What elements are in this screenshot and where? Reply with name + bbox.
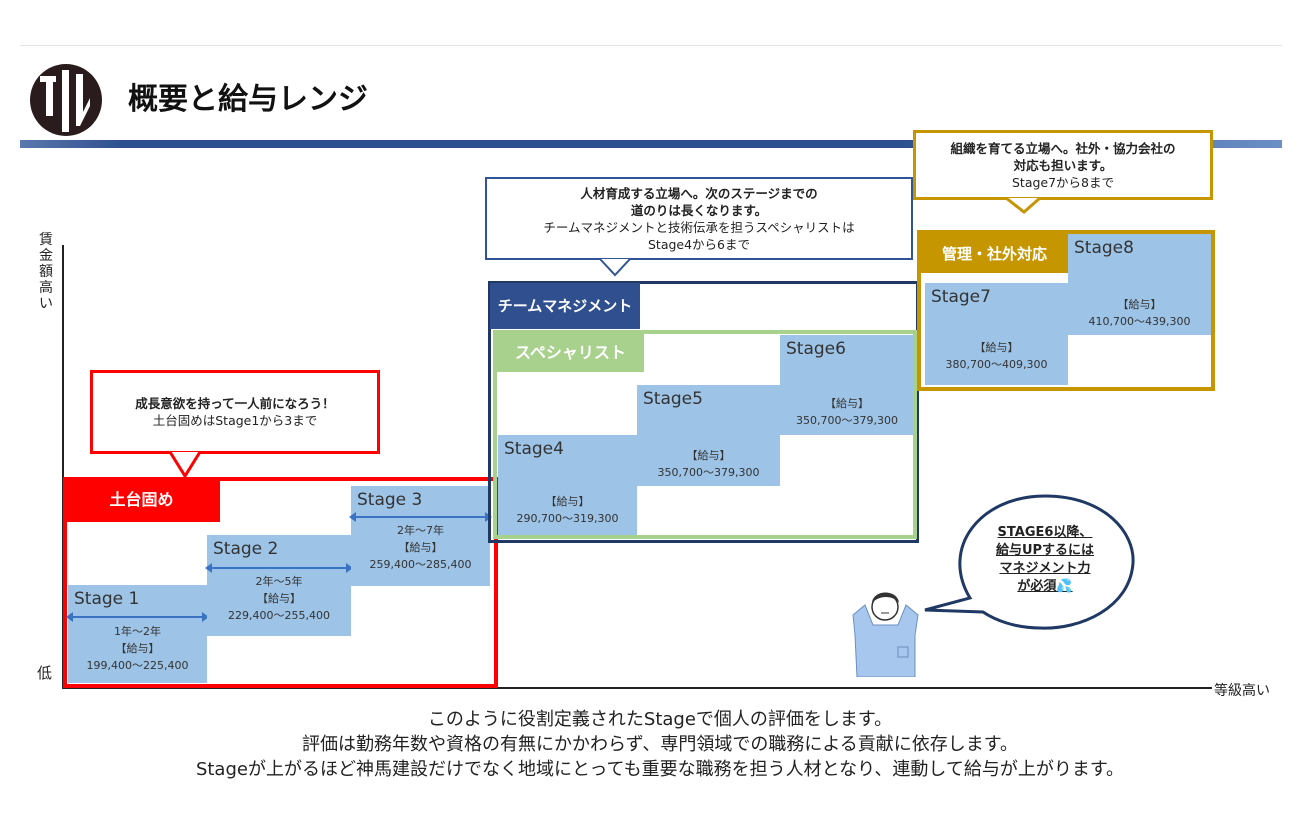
- header-bar: [20, 140, 1282, 148]
- foundation-group-box: [63, 477, 498, 688]
- stage-salary: 350,700～379,300: [657, 466, 760, 479]
- stage-name: Stage5: [643, 389, 703, 409]
- executive-group-box: [917, 230, 1215, 391]
- salary-label: 【給与】: [974, 341, 1019, 354]
- stage-salary: 380,700～409,300: [945, 358, 1048, 371]
- bubble-line: が必須: [1017, 579, 1057, 594]
- stage-name: Stage8: [1074, 238, 1134, 258]
- stage-salary: 290,700～319,300: [516, 512, 619, 525]
- stage-6: Stage6 【給与】 350,700～379,300: [780, 335, 914, 435]
- specialist-callout-text: Stage4から6まで: [647, 236, 751, 252]
- stage-salary: 229,400～255,400: [228, 609, 330, 622]
- stage-name: Stage7: [931, 287, 991, 307]
- foundation-callout-title: 成長意欲を持って一人前になろう！: [135, 396, 335, 411]
- y-axis-low-label: 低: [37, 664, 53, 682]
- y-axis-label: 賃金額高い: [39, 232, 53, 312]
- stage-years: 2年～7年: [397, 524, 444, 537]
- footer-text: このように役割定義されたStageで個人の評価をします。 評価は勤務年数や資格の…: [0, 707, 1290, 782]
- executive-callout-title: 対応も担います。: [1013, 157, 1113, 173]
- stage-years: 2年～5年: [255, 575, 303, 588]
- management-label: チームマネジメント: [490, 283, 640, 329]
- stage-years: 1年～2年: [114, 625, 161, 638]
- executive-callout-title: 組織を育てる立場へ。社外・協力会社の: [950, 140, 1176, 156]
- executive-label: 管理・社外対応: [921, 234, 1068, 273]
- stage-name: Stage 2: [213, 539, 279, 559]
- stage-salary: 199,400～225,400: [86, 659, 189, 672]
- salary-label: 【給与】: [257, 592, 301, 605]
- footer-line: このように役割定義されたStageで個人の評価をします。: [427, 709, 893, 730]
- bubble-line: STAGE6以降、: [997, 525, 1093, 540]
- specialist-callout-pointer: [599, 258, 631, 277]
- stage-name: Stage4: [504, 439, 564, 459]
- top-divider: [20, 45, 1282, 46]
- bubble-line: 給与UPするには: [995, 543, 1095, 558]
- bubble-text: STAGE6以降、 給与UPするには マネジメント力 が必須💦: [960, 524, 1130, 596]
- stage-salary: 259,400～285,400: [369, 558, 472, 571]
- speech-bubble: [924, 494, 1135, 630]
- executive-callout-text: Stage7から8まで: [1011, 174, 1115, 190]
- stage-5: Stage5 【給与】 350,700～379,300: [637, 385, 780, 486]
- y-axis: [62, 245, 64, 689]
- specialist-callout-title: 道のりは長くなります。: [630, 202, 768, 218]
- page-title: 概要と給与レンジ: [128, 82, 368, 117]
- salary-label: 【給与】: [398, 541, 443, 554]
- stage-1: Stage 1 1年～2年【給与】 199,400～225,400: [66, 585, 209, 683]
- stage-3: Stage 3 2年～7年【給与】 259,400～285,400: [349, 486, 492, 586]
- foundation-callout-text: 土台固めはStage1から3まで: [152, 413, 318, 428]
- specialist-callout-title: 人材育成する立場へ。次のステージまでの: [580, 185, 818, 201]
- stage-salary: 410,700～439,300: [1088, 315, 1191, 328]
- management-group-box: [488, 281, 919, 543]
- specialist-group-box: [493, 330, 917, 539]
- specialist-callout: 人材育成する立場へ。次のステージまでの 道のりは長くなります。 チームマネジメン…: [485, 177, 913, 260]
- foundation-label: 土台固め: [63, 477, 220, 522]
- salary-label: 【給与】: [1117, 298, 1162, 311]
- specialist-label: スペシャリスト: [497, 334, 644, 372]
- duration-arrow-icon: [205, 563, 353, 573]
- salary-label: 【給与】: [115, 642, 160, 655]
- stage-salary: 350,700～379,300: [796, 414, 898, 427]
- footer-line: Stageが上がるほど神馬建設だけでなく地域にとっても重要な職務を担う人材となり…: [195, 759, 1125, 780]
- executive-callout-pointer: [1005, 197, 1041, 214]
- stage-8: Stage8 【給与】 410,700～439,300: [1068, 234, 1211, 335]
- duration-arrow-icon: [66, 612, 209, 622]
- stage-7: Stage7 【給与】 380,700～409,300: [925, 283, 1068, 385]
- stage-name: Stage 1: [74, 589, 140, 609]
- stage-4: Stage4 【給与】 290,700～319,300: [498, 435, 637, 535]
- salary-label: 【給与】: [545, 495, 590, 508]
- stage-name: Stage6: [786, 339, 846, 359]
- foundation-callout-pointer: [168, 451, 202, 479]
- company-logo: [30, 64, 102, 136]
- executive-callout: 組織を育てる立場へ。社外・協力会社の 対応も担います。 Stage7から8まで: [913, 130, 1213, 200]
- salary-label: 【給与】: [686, 449, 731, 462]
- foundation-callout: 成長意欲を持って一人前になろう！ 土台固めはStage1から3まで: [90, 370, 380, 454]
- salary-label: 【給与】: [825, 397, 869, 410]
- x-axis: [62, 687, 1212, 689]
- bubble-line: マネジメント力: [999, 561, 1091, 576]
- x-axis-label: 等級高い: [1214, 683, 1270, 699]
- footer-line: 評価は勤務年数や資格の有無にかかわらず、専門領域での職務による貢献に依存します。: [301, 734, 1019, 755]
- specialist-callout-text: チームマネジメントと技術伝承を担うスペシャリストは: [543, 219, 855, 235]
- worried-person-icon: [852, 592, 919, 677]
- stage-2: Stage 2 2年～5年【給与】 229,400～255,400: [205, 535, 353, 636]
- duration-arrow-icon: [349, 512, 492, 522]
- stage-name: Stage 3: [357, 490, 423, 510]
- sweat-icon: 💦: [1056, 579, 1073, 594]
